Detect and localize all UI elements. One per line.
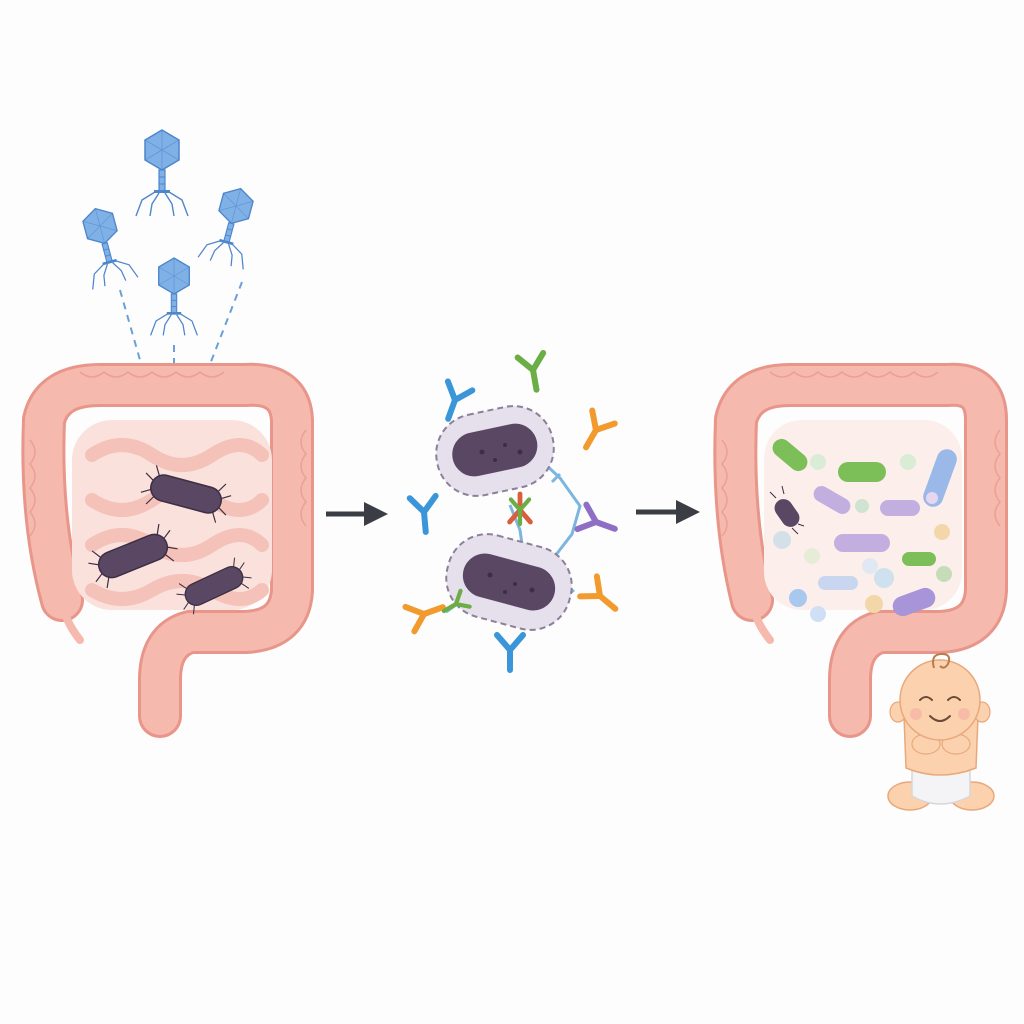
bacteriophage-group <box>72 129 264 396</box>
diverse-microbiota-icon <box>769 438 957 622</box>
antibody-icon <box>405 595 447 631</box>
healthy-gut-panel <box>713 362 1008 811</box>
antibody-icon <box>518 353 550 392</box>
antibody-binding-panel <box>405 353 623 670</box>
arrow-right-icon <box>326 502 388 526</box>
antibody-icon <box>410 496 439 533</box>
antibody-icon <box>580 576 624 618</box>
large-intestine-icon <box>713 362 1008 738</box>
infected-gut-panel <box>21 129 314 738</box>
bacteriophage-icon <box>149 257 199 337</box>
coated-bacteria-icon <box>435 405 555 497</box>
antibody-icon <box>577 505 619 541</box>
bacteriophage-icon <box>197 181 264 271</box>
antibody-icon <box>575 411 615 454</box>
coated-bacteria-icon <box>445 533 573 631</box>
large-intestine-icon <box>21 362 314 738</box>
antibody-icon <box>497 635 523 670</box>
bacteriophage-icon <box>72 201 139 291</box>
baby-icon <box>887 652 995 811</box>
arrow-right-icon <box>636 500 700 524</box>
bacteriophage-icon <box>135 129 189 217</box>
